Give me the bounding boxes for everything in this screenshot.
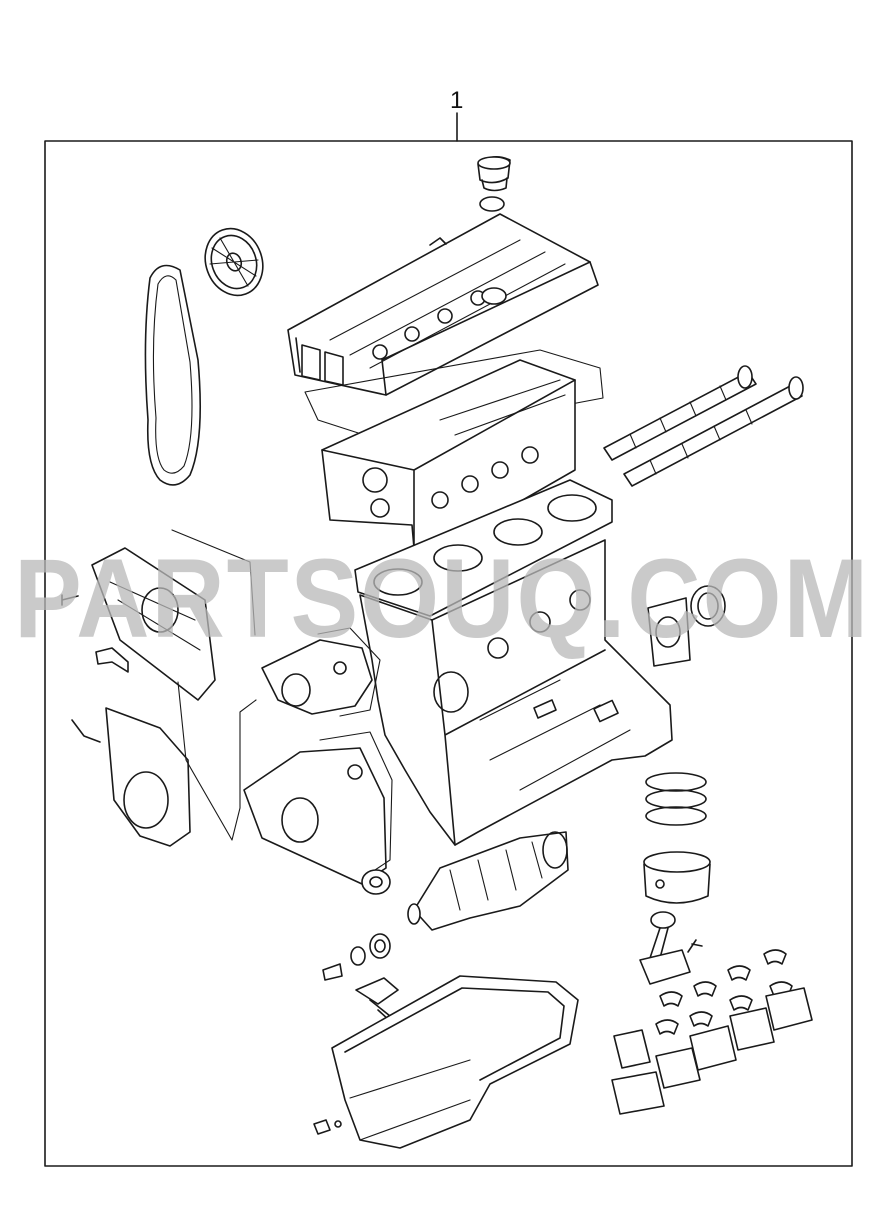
oil-pan-drain-bolt (313, 1119, 342, 1135)
oil-pump-housing (243, 747, 387, 885)
timing-cover-gasket (171, 529, 256, 636)
valve-cover-gasket (304, 349, 604, 441)
lower-cover-gasket (177, 681, 257, 841)
bolt-small-1 (61, 594, 79, 606)
callout-number: 1 (450, 87, 463, 114)
front-case-gasket (319, 731, 393, 873)
connecting-rod (639, 911, 691, 985)
watermark-text: PARTSOUQ.COM (14, 536, 870, 661)
cylinder-head-gasket (354, 479, 613, 617)
oil-pan (331, 975, 579, 1149)
oil-filler-cap (477, 156, 511, 192)
bracket-clip (95, 647, 129, 673)
con-rod-bearings (655, 949, 793, 1035)
valve-cover (287, 213, 599, 396)
drain-plug-seal (322, 963, 343, 981)
piston-rings (645, 772, 707, 826)
camshaft-intake (603, 365, 757, 461)
assembly-frame (44, 140, 853, 1167)
cylinder-block (359, 539, 673, 846)
clip-left (71, 719, 101, 743)
crank-sprocket (369, 933, 391, 959)
timing-cover-upper (91, 547, 216, 701)
water-pump (261, 639, 373, 715)
crank-seal-flange (361, 869, 391, 895)
rear-oil-seal (690, 585, 726, 627)
camshaft-exhaust (623, 376, 804, 487)
piston (643, 851, 711, 904)
oil-cap-o-ring (479, 196, 505, 212)
rear-seal-housing (647, 597, 691, 667)
rod-bolt (687, 939, 703, 953)
timing-belt (144, 264, 201, 486)
camshaft-sprocket (204, 227, 264, 297)
timing-cover-lower (105, 707, 191, 847)
main-bearing-caps (611, 987, 813, 1115)
crank-key-washer (350, 946, 366, 966)
crankshaft (407, 831, 569, 931)
water-pump-gasket (317, 627, 381, 717)
